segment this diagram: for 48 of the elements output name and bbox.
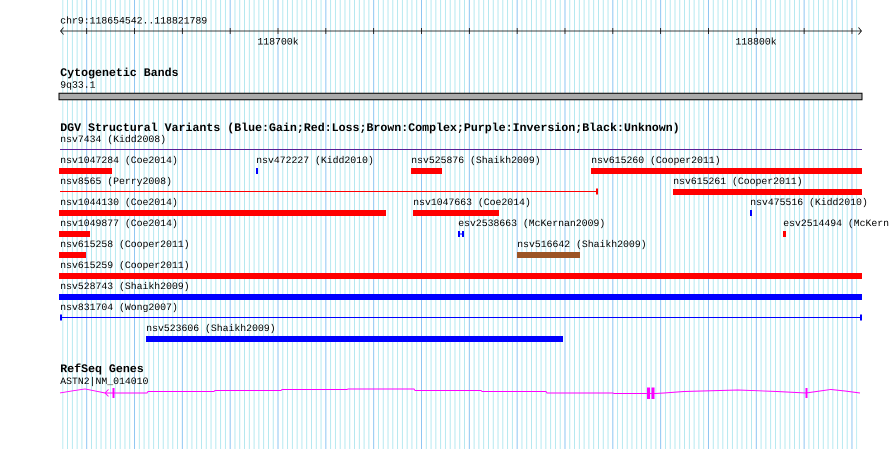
variant-mark [783,231,786,237]
feature-label: nsv528743 (Shaikh2009) [61,282,188,292]
variant-bar [413,210,499,216]
chromosome-band [58,92,862,100]
feature-label: nsv615260 (Cooper2011) [592,156,719,166]
variant-bar [517,252,580,258]
variant-bar [59,294,862,300]
variant-bar [146,336,563,342]
variant-bar [59,252,86,258]
feature-label: nsv7434 (Kidd2008) [61,134,164,144]
gene-model [60,388,860,399]
track-title: Cytogenetic Bands [60,68,178,78]
feature-label: nsv525876 (Shaikh2009) [412,156,539,166]
feature-label: nsv475516 (Kidd2010) [751,198,866,208]
variant-line [60,149,862,150]
feature-label: nsv523606 (Shaikh2009) [147,324,274,334]
feature-label: nsv831704 (Wong2007) [61,302,176,312]
feature-label: nsv1047284 (Coe2014) [61,156,176,166]
variant-bar [59,231,90,237]
coordinate-range: chr9:118654542..118821789 [60,16,207,24]
feature-label: nsv615261 (Cooper2011) [674,176,801,186]
track-title: RefSeq Genes [61,364,144,374]
variant-bar [59,210,386,216]
variant-line [60,314,862,320]
variant-bar [591,168,862,174]
tick-label: 118700k [258,37,298,45]
feature-label: nsv615259 (Cooper2011) [61,260,188,270]
variant-mark [256,168,258,174]
variant-bar [59,168,112,174]
variant-bar [673,189,862,195]
feature-label: nsv615258 (Cooper2011) [61,240,188,250]
feature-label: nsv1049877 (Coe2014) [61,218,176,228]
tick-label: 118800k [736,37,776,45]
variant-bar [59,273,862,279]
variant-line [60,188,598,194]
feature-label: nsv8565 (Perry2008) [61,176,170,186]
feature-label: nsv1044130 (Coe2014) [61,198,176,208]
feature-label: esv2538663 (McKernan2009) [458,218,604,228]
track-title: DGV Structural Variants (Blue:Gain;Red:Loss;Brown:Complex;Purple:Inversion;Black:Unknown) [60,122,678,134]
variant-mark [750,210,752,216]
feature-label: nsv472227 (Kidd2010) [257,156,372,166]
variant-bar [411,168,442,174]
feature-label: nsv516642 (Shaikh2009) [518,240,645,250]
feature-label: ASTN2|NM_014010 [60,376,148,386]
variant-mark [458,231,464,237]
feature-label: esv2514494 (McKern [784,218,888,228]
feature-label: 9q33.1 [60,81,96,90]
feature-label: nsv1047663 (Coe2014) [414,198,530,208]
